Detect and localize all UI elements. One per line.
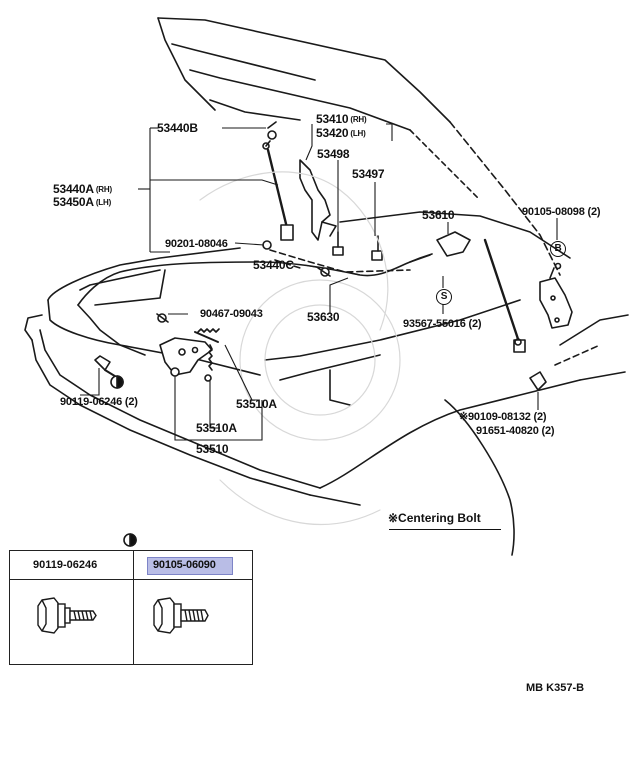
diagram-code: MB K357-B xyxy=(526,682,585,694)
callout-53630: 53630 xyxy=(307,310,340,324)
callout-93567-55016: 93567-55016 (2) xyxy=(403,318,482,330)
callout-53610: 53610 xyxy=(422,208,455,222)
callout-91651-40820: 91651-40820 (2) xyxy=(476,425,555,437)
body-front-top xyxy=(47,247,241,301)
callout-53440b: 53440B xyxy=(157,121,198,135)
callout-53440a: 53440A(RH) xyxy=(53,183,112,195)
fender-curve xyxy=(444,399,515,556)
hood-support-rod-left xyxy=(266,148,290,234)
callout-53440a-number: 53440A xyxy=(53,182,94,196)
hood-right-edge xyxy=(449,121,561,276)
highlighted-part-box[interactable] xyxy=(147,557,233,575)
fender-clip xyxy=(529,371,547,391)
callout-90119-06246: 90119-06246 (2) xyxy=(60,396,138,408)
fender-line xyxy=(319,379,581,489)
callout-90105-08098: 90105-08098 (2) xyxy=(522,206,601,218)
callout-53450a-number: 53450A xyxy=(53,195,94,209)
table-header-row xyxy=(10,551,252,580)
callout-53497: 53497 xyxy=(352,167,385,181)
cowl-line xyxy=(264,299,521,361)
bolt-reference-table: 90119-06246 xyxy=(9,550,253,665)
callout-53420-number: 53420 xyxy=(316,126,349,140)
hood-lock-hook xyxy=(299,159,331,241)
callout-90467-09043: 90467-09043 xyxy=(200,308,263,320)
lock-spring xyxy=(197,328,220,333)
hood-left-edge xyxy=(157,17,216,111)
table-col1-header: 90119-06246 xyxy=(33,559,98,571)
callout-90109-08132: ※90109-08132 (2) xyxy=(459,411,547,423)
bolt-90105-06090 xyxy=(153,597,209,634)
callout-53420-suffix: (LH) xyxy=(350,129,366,138)
callout-53510a-lower: 53510A xyxy=(196,421,237,435)
hood-inner-panel xyxy=(171,43,316,81)
hood-crease xyxy=(189,69,411,131)
centering-bolt-underline xyxy=(389,529,501,530)
marker-s-circle: S xyxy=(436,289,452,305)
table-col2-header[interactable]: 90105-06090 xyxy=(153,559,216,571)
callout-53450a: 53450A(LH) xyxy=(53,196,111,208)
callout-53440a-suffix: (RH) xyxy=(95,185,112,194)
hood-hinge-right xyxy=(539,277,573,329)
callout-53498: 53498 xyxy=(317,147,350,161)
table-divider xyxy=(133,551,134,664)
callout-53510: 53510 xyxy=(196,442,229,456)
callout-53410-number: 53410 xyxy=(316,112,349,126)
marker-b-circle: B xyxy=(550,241,566,257)
bolt-90119-06246 xyxy=(37,597,97,634)
callout-53450a-suffix: (LH) xyxy=(95,198,112,207)
hood-lock-assembly xyxy=(159,337,213,376)
marker-b-text: B xyxy=(554,243,562,254)
callout-90201-08046: 90201-08046 xyxy=(165,238,228,250)
callout-53510a-right: 53510A xyxy=(236,397,277,411)
callout-53410-suffix: (RH) xyxy=(350,115,367,124)
callout-53440c: 53440C xyxy=(253,258,294,272)
hood-support-rod-right xyxy=(483,238,522,347)
striker-bolt xyxy=(94,355,111,371)
marker-s-text: S xyxy=(440,291,448,302)
callout-53420: 53420(LH) xyxy=(316,127,366,139)
hood-outline xyxy=(157,17,451,123)
bumper-stopper xyxy=(436,231,471,257)
callout-53410: 53410(RH) xyxy=(316,112,367,126)
hood-release-cable xyxy=(77,254,431,306)
centering-bolt-note: ※Centering Bolt xyxy=(388,511,481,525)
